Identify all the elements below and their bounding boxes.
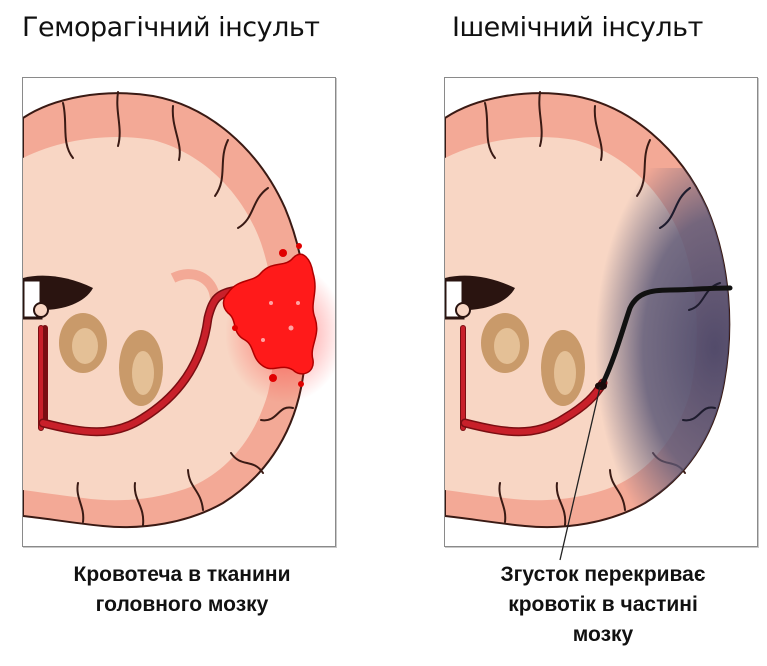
caption-line: Згусток перекриває <box>448 560 758 590</box>
hemorrhage-caption: Кровотеча в тканини головного мозку <box>22 560 342 620</box>
blood-clot <box>595 382 607 390</box>
ischemic-brain-illustration <box>444 77 758 547</box>
ischemic-region <box>565 168 757 528</box>
caption-line: кровотік в частині <box>448 590 758 620</box>
ischemic-stroke-title: Ішемічний інсульт <box>452 12 703 43</box>
hemorrhagic-brain-illustration <box>22 77 336 547</box>
caption-line: Кровотеча в тканини <box>22 560 342 590</box>
caption-line: мозку <box>448 620 758 650</box>
ischemia-caption: Згусток перекриває кровотік в частині мо… <box>448 560 758 650</box>
hemorrhagic-stroke-title: Геморагічний інсульт <box>22 12 320 43</box>
caption-line: головного мозку <box>22 590 342 620</box>
